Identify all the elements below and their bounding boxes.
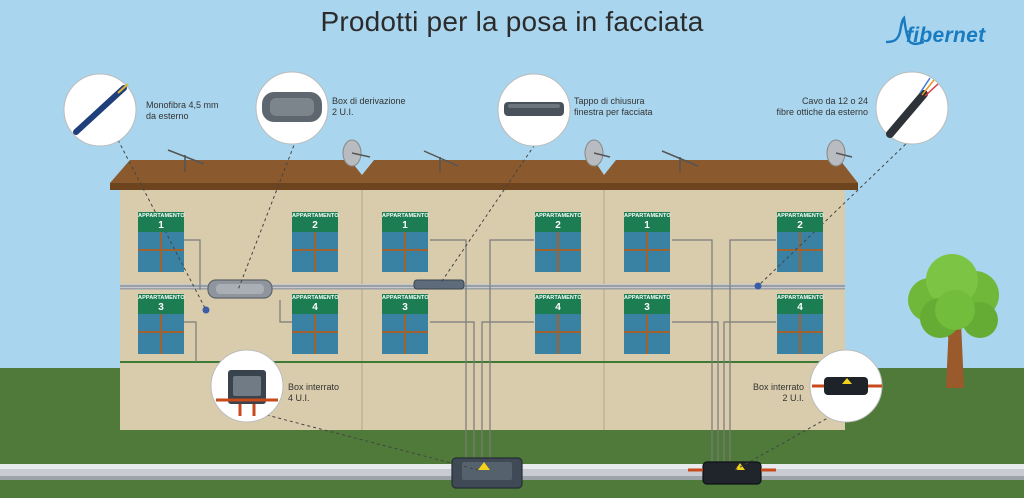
fiber-risers (184, 239, 776, 470)
callout-cable-line1: Cavo da 12 o 24 (801, 96, 868, 106)
apartment-number: 2 (555, 220, 561, 231)
logo-text: fibernet (906, 24, 986, 47)
apartment-caption: APPARTAMENTO (777, 295, 824, 301)
apartment-number: 1 (158, 220, 164, 231)
window (138, 232, 184, 272)
callout-cable-line2: fibre ottiche da esterno (776, 107, 868, 117)
callout-closure-cap-circle (497, 73, 571, 147)
window (777, 314, 823, 354)
callout-underground-2ui-circle (809, 349, 883, 423)
apartment-caption: APPARTAMENTO (138, 295, 185, 301)
apartment-caption: APPARTAMENTO (292, 295, 339, 301)
callout-underground-4ui-line2: 4 U.I. (288, 393, 310, 403)
apartment-number: 2 (312, 220, 318, 231)
apartment-number: 3 (158, 302, 164, 313)
window (535, 314, 581, 354)
callout-closure-cap-line1: Tappo di chiusura (574, 96, 645, 106)
callout-monofibra-label: Monofibra 4,5 mm da esterno (146, 100, 219, 122)
callout-monofibra-line1: Monofibra 4,5 mm (146, 100, 219, 110)
apartment-number: 4 (555, 302, 561, 313)
apartment-number: 3 (402, 302, 408, 313)
apartment-number: 1 (644, 220, 650, 231)
fibernet-logo: fibernet (884, 14, 1004, 54)
fibernet-wave-icon (885, 15, 924, 46)
window (382, 232, 428, 272)
apartment-number: 3 (644, 302, 650, 313)
apartment-caption: APPARTAMENTO (382, 213, 429, 219)
window (624, 232, 670, 272)
derivation-box-device (207, 279, 273, 299)
callout-underground-4ui-line1: Box interrato (288, 382, 340, 392)
apartment-number: 1 (402, 220, 408, 231)
callout-underground-2ui-line2: 2 U.I. (782, 393, 804, 403)
callout-leaders (117, 139, 911, 471)
callout-derivation-box-circle (255, 71, 329, 145)
windows (138, 232, 823, 354)
callout-underground-2ui-line1: Box interrato (752, 382, 804, 392)
roof-antennas (167, 149, 699, 172)
apartment-caption: APPARTAMENTO (624, 213, 671, 219)
apartment-caption: APPARTAMENTO (535, 213, 582, 219)
window (292, 232, 338, 272)
apartment-caption: APPARTAMENTO (382, 295, 429, 301)
roof (110, 160, 858, 190)
callout-monofibra-circle (63, 73, 137, 147)
window (138, 314, 184, 354)
underground-box-2ui-device (688, 461, 776, 485)
underground-box-4ui-device (451, 457, 523, 489)
apartment-caption: APPARTAMENTO (138, 213, 185, 219)
callout-closure-cap-label: Tappo di chiusura finestra per facciata (574, 96, 653, 118)
window (292, 314, 338, 354)
callout-cable-circle (875, 71, 949, 145)
apartment-caption: APPARTAMENTO (535, 295, 582, 301)
page-title: Prodotti per la posa in facciata (320, 6, 704, 37)
apartment-caption: APPARTAMENTO (777, 213, 824, 219)
apartment-number: 4 (797, 302, 803, 313)
callout-underground-4ui-circle (210, 349, 284, 423)
closure-cap-device (413, 279, 465, 290)
apartment-caption: APPARTAMENTO (624, 295, 671, 301)
apartment-caption: APPARTAMENTO (292, 213, 339, 219)
window (535, 232, 581, 272)
callout-derivation-box-label: Box di derivazione 2 U.I. (332, 96, 406, 118)
callout-derivation-box-line2: 2 U.I. (332, 107, 354, 117)
callout-underground-4ui-label: Box interrato 4 U.I. (288, 382, 339, 404)
satellite-dishes (342, 139, 853, 167)
window (624, 314, 670, 354)
window (777, 232, 823, 272)
callout-monofibra-line2: da esterno (146, 111, 189, 121)
tree (908, 254, 999, 388)
callout-derivation-box-line1: Box di derivazione (332, 96, 406, 106)
callout-closure-cap-line2: finestra per facciata (574, 107, 653, 117)
apartment-number: 4 (312, 302, 318, 313)
callout-cable-label: Cavo da 12 o 24 fibre ottiche da esterno (760, 96, 868, 118)
window (382, 314, 428, 354)
callout-underground-2ui-label: Box interrato 2 U.I. (748, 382, 804, 404)
apartment-number: 2 (797, 220, 803, 231)
